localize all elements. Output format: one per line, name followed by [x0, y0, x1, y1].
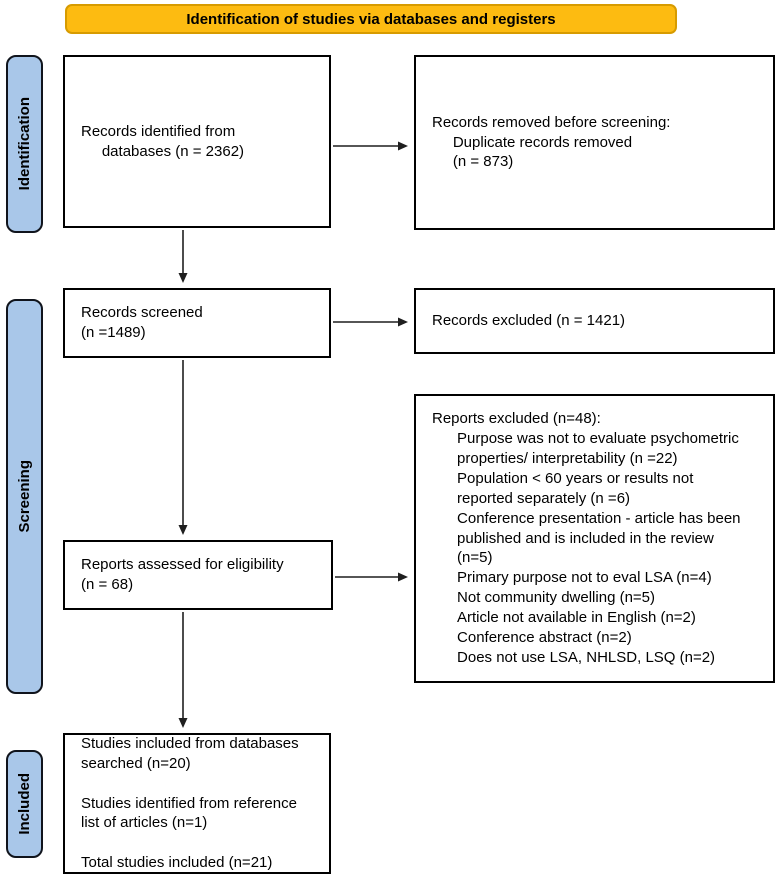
box-reports-assessed-text: Reports assessed for eligibility (n = 68… [81, 556, 284, 593]
box-records-removed-text: Records removed before screening: Duplic… [432, 113, 671, 171]
stage-label-included: Included [6, 750, 43, 858]
stage-label-identification: Identification [6, 55, 43, 233]
diagram-title: Identification of studies via databases … [186, 10, 556, 28]
stage-identification-text: Identification [16, 97, 33, 191]
stage-screening-text: Screening [16, 460, 33, 533]
diagram-title-banner: Identification of studies via databases … [65, 4, 677, 34]
box-records-excluded-text: Records excluded (n = 1421) [432, 312, 626, 330]
box-reports-excluded-text: Reports excluded (n=48): Purpose was not… [432, 409, 741, 667]
box-reports-assessed: Reports assessed for eligibility (n = 68… [63, 540, 333, 610]
box-studies-included: Studies included from databases searched… [63, 733, 331, 874]
stage-label-screening: Screening [6, 299, 43, 694]
box-records-removed: Records removed before screening: Duplic… [414, 55, 775, 230]
box-studies-included-text: Studies included from databases searched… [81, 734, 299, 872]
box-records-screened-text: Records screened (n =1489) [81, 304, 203, 341]
box-records-identified-text: Records identified from databases (n = 2… [81, 122, 245, 160]
stage-included-text: Included [16, 773, 33, 835]
box-records-excluded: Records excluded (n = 1421) [414, 288, 775, 354]
box-records-screened: Records screened (n =1489) [63, 288, 331, 358]
box-reports-excluded: Reports excluded (n=48): Purpose was not… [414, 394, 775, 683]
box-records-identified: Records identified from databases (n = 2… [63, 55, 331, 228]
